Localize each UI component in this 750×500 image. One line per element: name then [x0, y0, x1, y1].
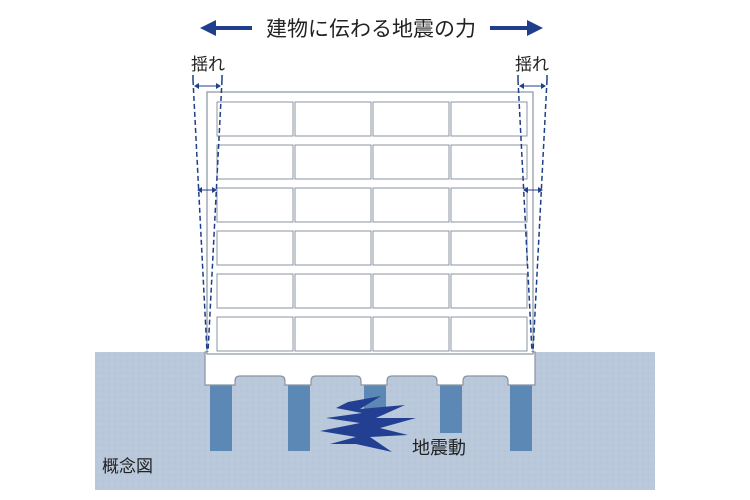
window: [450, 101, 528, 137]
sway-dashed-lines: [192, 72, 548, 353]
foundation: [204, 351, 536, 386]
window: [216, 230, 294, 266]
window: [216, 316, 294, 352]
window: [450, 144, 528, 180]
sway-markers: [194, 83, 546, 193]
window: [216, 273, 294, 309]
seismic-wave: [320, 396, 416, 452]
window: [450, 273, 528, 309]
window: [372, 273, 450, 309]
window: [294, 230, 372, 266]
force-arrow: [200, 20, 543, 36]
sway-label-left: 揺れ: [191, 55, 225, 75]
window: [216, 187, 294, 223]
pile: [288, 383, 310, 451]
pile: [440, 383, 462, 433]
window: [372, 101, 450, 137]
window: [372, 144, 450, 180]
window: [450, 316, 528, 352]
window: [450, 230, 528, 266]
window: [372, 187, 450, 223]
pile: [210, 383, 232, 451]
window: [294, 187, 372, 223]
window: [294, 101, 372, 137]
window: [372, 230, 450, 266]
ground-motion-label: 地震動: [412, 438, 466, 459]
window: [294, 273, 372, 309]
window: [216, 101, 294, 137]
sway-label-right: 揺れ: [515, 55, 549, 75]
window: [216, 144, 294, 180]
concept-label: 概念図: [102, 456, 153, 477]
pile: [510, 383, 532, 451]
window: [294, 144, 372, 180]
window: [450, 187, 528, 223]
windows: [216, 101, 528, 352]
piles: [210, 383, 532, 451]
window: [294, 316, 372, 352]
window: [372, 316, 450, 352]
force-label: 建物に伝わる地震の力: [266, 17, 476, 41]
